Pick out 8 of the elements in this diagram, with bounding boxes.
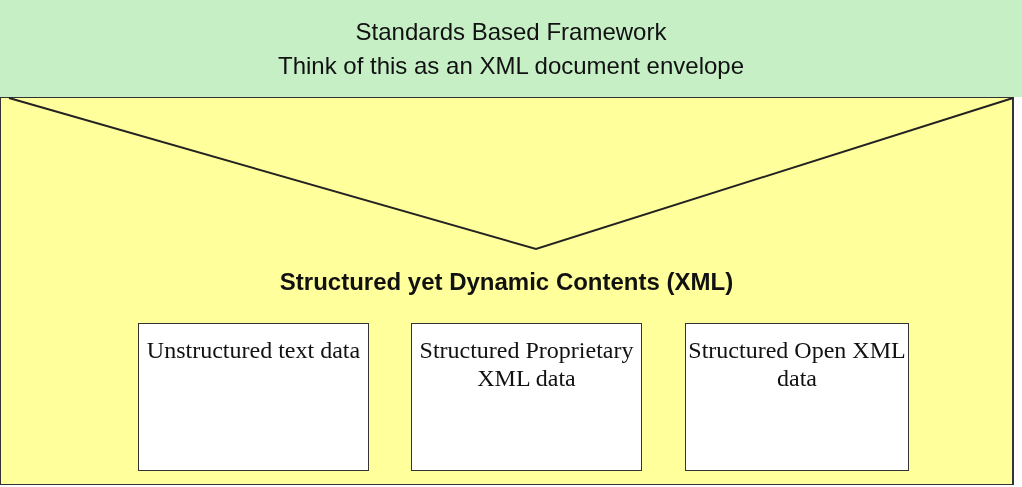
text-box: Structured Proprietary XML data: [411, 323, 642, 471]
section-heading: Structured yet Dynamic Contents (XML): [278, 268, 735, 296]
text-box: Structured Open XML data: [685, 323, 909, 471]
header-band: [0, 0, 1022, 97]
band-text: Think of this as an XML document envelope: [277, 50, 744, 81]
text-box: Unstructured text data: [138, 323, 369, 471]
band-text: Standards Based Framework: [355, 16, 667, 47]
envelope-body: [0, 97, 1014, 485]
